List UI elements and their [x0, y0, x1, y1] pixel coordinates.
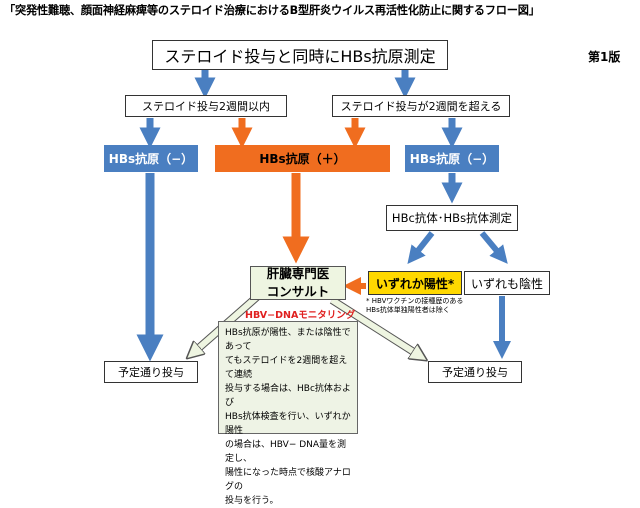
- hbs-negative-right-label: HBs抗原（−）: [409, 152, 495, 166]
- hbs-negative-right-box: HBs抗原（−）: [405, 145, 499, 172]
- start-box: ステロイド投与と同時にHBs抗原測定: [152, 40, 448, 70]
- consult-box: 肝臓専門医 コンサルト: [250, 266, 346, 300]
- either-positive-box: いずれか陽性*: [368, 271, 462, 295]
- page-title: 「突発性難聴、顔面神経麻痺等のステロイド治療におけるB型肝炎ウイルス再活性化防止…: [4, 4, 540, 17]
- both-negative-label: いずれも陰性: [470, 276, 543, 291]
- hbs-positive-label: HBs抗原（＋）: [259, 152, 346, 166]
- scheduled-left-label: 予定通り投与: [118, 366, 184, 379]
- consult-line1: 肝臓専門医: [266, 266, 330, 281]
- edition-label: 第1版: [588, 50, 621, 64]
- flow-arrows: [136, 70, 511, 444]
- note-text: * HBVワクチンの接種歴のある HBs抗体単独陽性者は除く: [366, 297, 464, 314]
- within-2weeks-label: ステロイド投与2週間以内: [142, 100, 270, 113]
- within-2weeks-box: ステロイド投与2週間以内: [125, 95, 287, 117]
- consult-line2: コンサルト: [266, 284, 330, 299]
- hbc-test-box: HBc抗体･HBs抗体測定: [386, 205, 518, 231]
- hbs-positive-box: HBs抗原（＋）: [215, 145, 390, 172]
- over-2weeks-label: ステロイド投与が2週間を超える: [340, 100, 502, 113]
- either-positive-label: いずれか陽性*: [375, 276, 455, 291]
- hbs-negative-left-label: HBs抗原（−）: [108, 152, 194, 166]
- hbc-test-label: HBc抗体･HBs抗体測定: [391, 211, 513, 225]
- both-negative-box: いずれも陰性: [464, 271, 550, 295]
- scheduled-left-box: 予定通り投与: [104, 361, 198, 383]
- arrow-hbc-to-negative: [479, 231, 508, 264]
- arrow-hbc-to-positive: [407, 231, 435, 265]
- monitoring-label: HBV−DNAモニタリング: [245, 310, 356, 321]
- over-2weeks-box: ステロイド投与が2週間を超える: [332, 95, 510, 117]
- info-box: HBs抗原が陽性、または陰性であって てもステロイドを2週間を超えて連続 投与す…: [218, 321, 358, 506]
- scheduled-right-label: 予定通り投与: [442, 366, 508, 379]
- start-label: ステロイド投与と同時にHBs抗原測定: [164, 47, 436, 66]
- hbs-negative-left-box: HBs抗原（−）: [104, 145, 198, 172]
- scheduled-right-box: 予定通り投与: [428, 361, 522, 383]
